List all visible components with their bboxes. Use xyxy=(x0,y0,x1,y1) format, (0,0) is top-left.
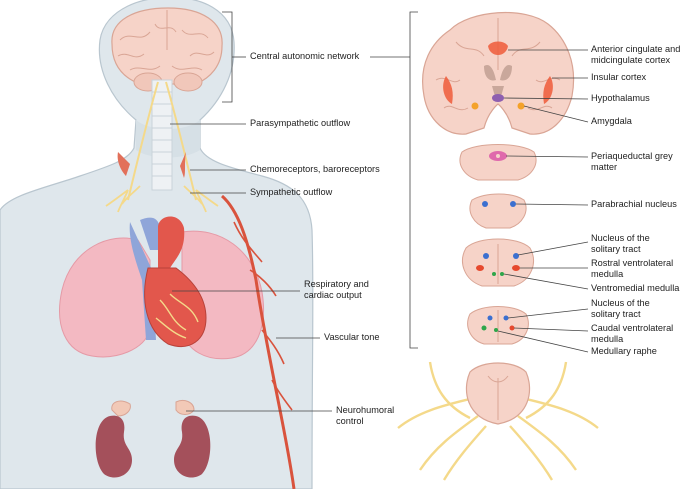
spinal-cord-section xyxy=(397,361,599,481)
label-central-autonomic-network: Central autonomic network xyxy=(250,51,360,61)
label-rostral-vlm-2: medulla xyxy=(591,269,624,279)
brain xyxy=(111,7,223,92)
chemoreceptors xyxy=(117,152,186,178)
label-anterior-cingulate-2: midcingulate cortex xyxy=(591,55,671,65)
body-label-connectors xyxy=(170,11,332,412)
label-anterior-cingulate-1: Anterior cingulate and xyxy=(591,44,681,54)
label-respiratory-cardiac-output-2: cardiac output xyxy=(304,290,362,300)
rostral-medulla-section xyxy=(462,238,534,287)
label-respiratory-cardiac-output-1: Respiratory and xyxy=(304,279,369,289)
label-insular-cortex: Insular cortex xyxy=(591,72,647,82)
label-nts-upper-1: Nucleus of the xyxy=(591,233,650,243)
label-parasympathetic-outflow: Parasympathetic outflow xyxy=(250,118,351,128)
label-ventromedial-medulla: Ventromedial medulla xyxy=(591,283,680,293)
label-medullary-raphe: Medullary raphe xyxy=(591,346,657,356)
label-nts-lower-1: Nucleus of the xyxy=(591,298,650,308)
caudal-medulla-section xyxy=(467,306,529,345)
label-periaqueductal-2: matter xyxy=(591,162,618,172)
midbrain-section xyxy=(459,144,537,181)
label-hypothalamus: Hypothalamus xyxy=(591,93,650,103)
left-adrenal xyxy=(111,400,131,417)
spinal-cord xyxy=(105,79,219,213)
label-rostral-vlm-1: Rostral ventrolateral xyxy=(591,258,674,268)
label-periaqueductal-1: Periaqueductal grey xyxy=(591,151,673,161)
label-sympathetic-outflow: Sympathetic outflow xyxy=(250,187,333,197)
label-chemoreceptors-baroreceptors: Chemoreceptors, baroreceptors xyxy=(250,164,380,174)
label-amygdala: Amygdala xyxy=(591,116,632,126)
coronal-section xyxy=(422,11,575,135)
brain-sections xyxy=(370,11,599,481)
heart xyxy=(129,216,207,347)
right-kidney xyxy=(174,415,211,478)
left-lung xyxy=(59,237,151,358)
left-kidney xyxy=(95,415,132,478)
label-parabrachial-nucleus: Parabrachial nucleus xyxy=(591,199,677,209)
label-vascular-tone: Vascular tone xyxy=(324,332,380,342)
kidneys xyxy=(95,399,211,478)
label-nts-upper-2: solitary tract xyxy=(591,244,641,254)
label-caudal-vlm-1: Caudal ventrolateral xyxy=(591,323,674,333)
label-caudal-vlm-2: medulla xyxy=(591,334,624,344)
arm-artery xyxy=(220,194,296,489)
pons-section xyxy=(469,193,527,229)
label-neurohumoral-control-2: control xyxy=(336,416,364,426)
label-nts-lower-2: solitary tract xyxy=(591,309,641,319)
label-neurohumoral-control-1: Neurohumoral xyxy=(336,405,395,415)
brain-label-connectors xyxy=(497,49,589,353)
